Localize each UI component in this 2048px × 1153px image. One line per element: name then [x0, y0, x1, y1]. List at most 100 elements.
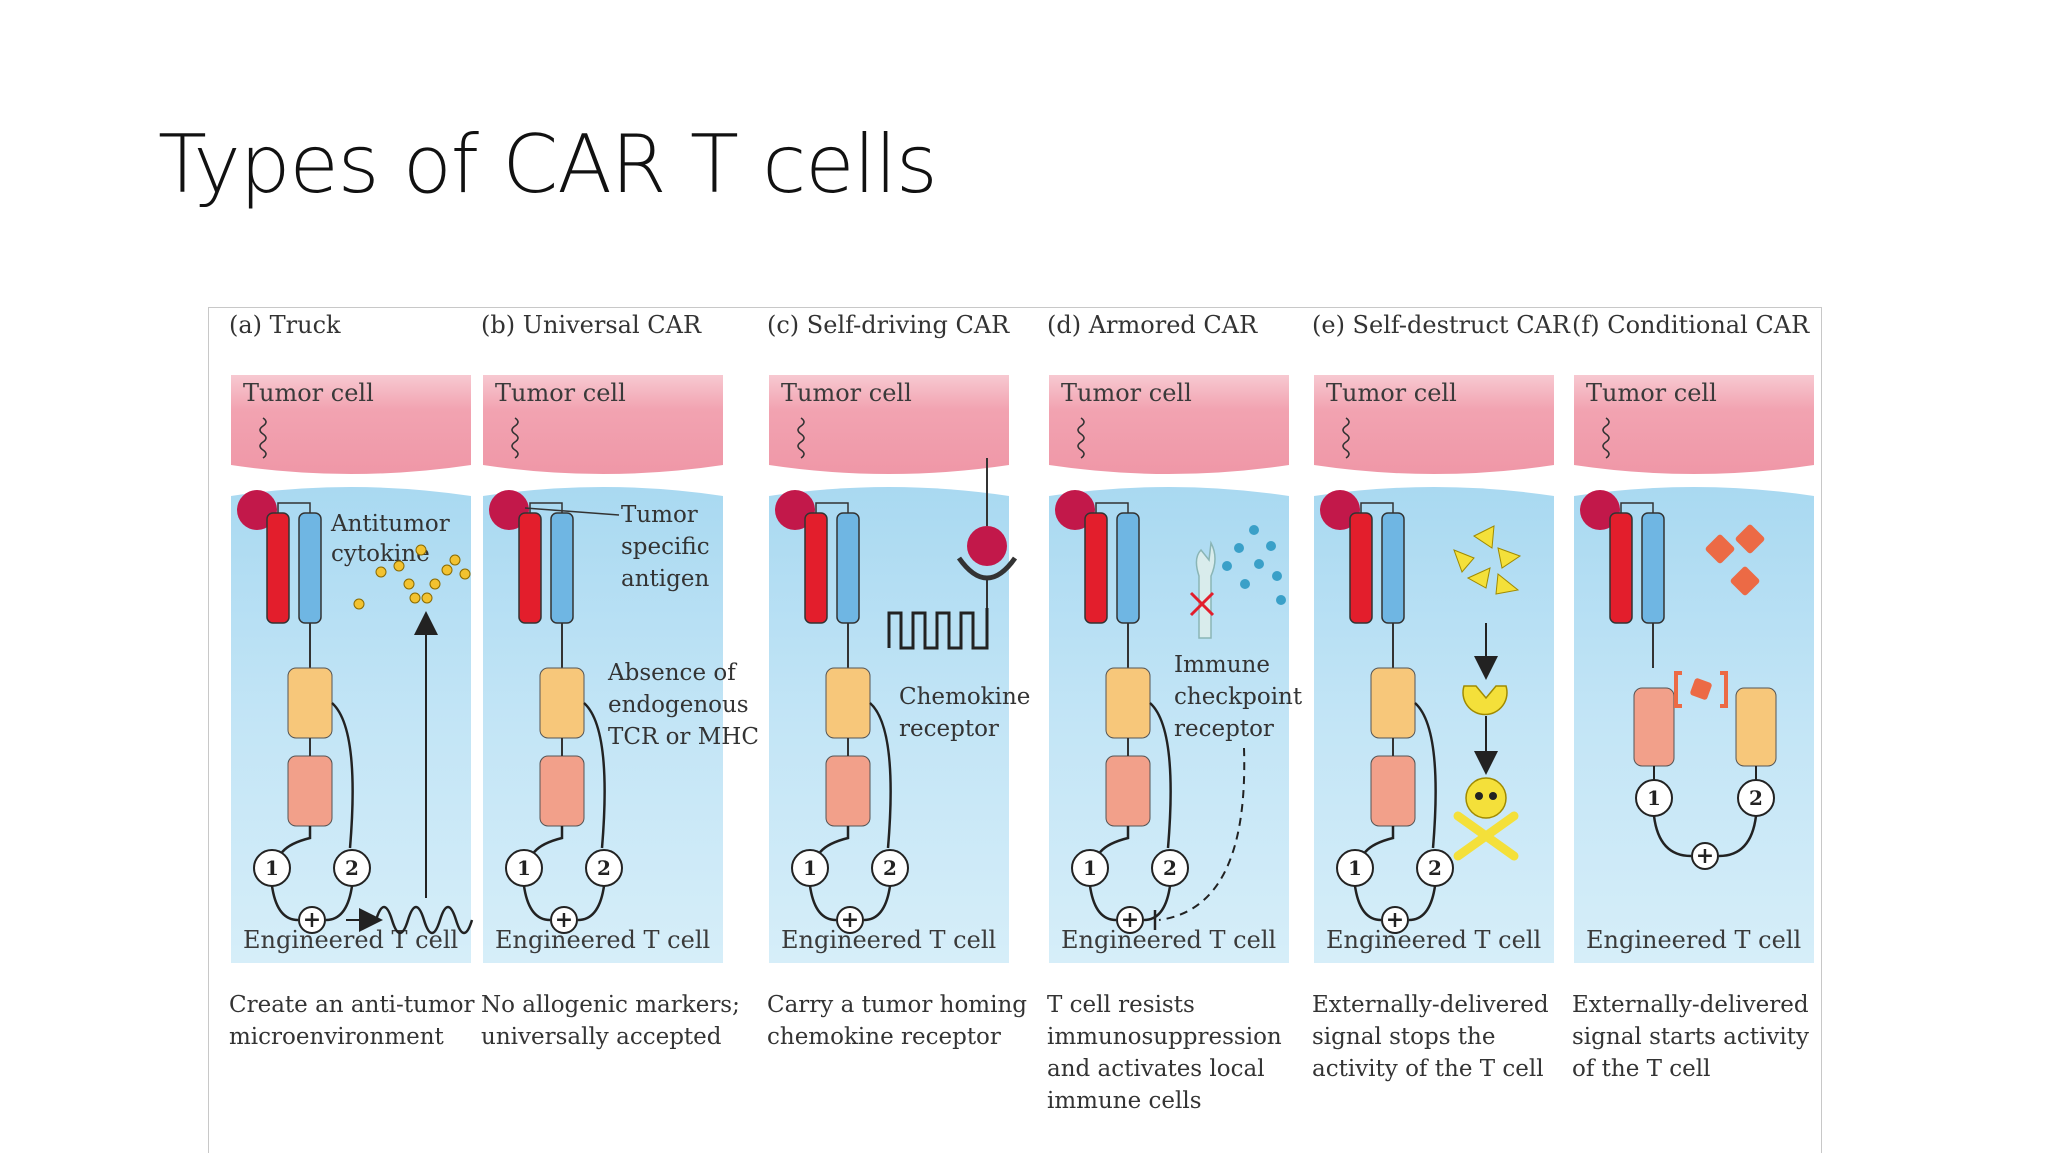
dimerizer-drug-icon [1690, 678, 1712, 700]
antigen-tether-icon [259, 417, 267, 459]
signal-loop-2 [869, 702, 892, 849]
cytokine-dot-icon [403, 578, 415, 590]
signal-join-1 [270, 885, 299, 922]
costim-domain [539, 667, 585, 739]
signal-2-icon-label: 2 [1428, 856, 1442, 880]
car-scfv-blue [1381, 512, 1405, 624]
signal-join-2 [325, 885, 354, 922]
cytokine-dot-icon [459, 568, 471, 580]
signal-1-icon-label: 1 [1647, 786, 1661, 810]
signal-join-1 [1088, 885, 1117, 922]
car-linker [1095, 502, 1129, 513]
antigen-tether-icon [511, 417, 519, 459]
annotation-line: Chemokine [899, 684, 1030, 710]
skull-icon [1465, 777, 1507, 819]
signal-2-icon [1151, 849, 1189, 887]
activating-drug-icon [1730, 566, 1760, 596]
panel-caption-line: immunosuppression [1047, 1024, 1282, 1050]
tumor-cell-membrane [1574, 375, 1814, 474]
immune-molecule-dot-icon [1222, 561, 1232, 571]
inhibition-dashed-line [1158, 747, 1246, 921]
activation-plus-icon [1116, 906, 1144, 934]
panel-caption-line: Externally-delivered [1572, 992, 1809, 1018]
signal-join-2 [1143, 885, 1172, 922]
annotation-line: Absence of [607, 660, 737, 686]
annotation-line: antigen [621, 566, 709, 592]
cytokine-dot-icon [393, 560, 405, 572]
panel-caption-line: signal starts activity [1572, 1024, 1809, 1050]
panel-caption-line: microenvironment [229, 1024, 445, 1050]
signal-2-icon [585, 849, 623, 887]
tumor-cell-membrane [483, 375, 723, 474]
t-cell-label: Engineered T cell [1326, 926, 1541, 954]
cytokine-dot-icon [409, 592, 421, 604]
chemokine-icon [967, 526, 1007, 566]
panel-title: (f) Conditional CAR [1572, 311, 1810, 339]
signal-2-icon [1737, 779, 1775, 817]
signal-domain [287, 755, 333, 827]
split-domain-1 [1633, 687, 1675, 767]
activation-plus-label: + [555, 907, 573, 933]
activation-plus-icon [550, 906, 578, 934]
destruct-drug-fragment-icon [1495, 573, 1520, 595]
signal-1-icon [505, 849, 543, 887]
panel-title: (b) Universal CAR [481, 311, 702, 339]
panel-title: (e) Self-destruct CAR [1312, 311, 1571, 339]
activating-drug-icon [1705, 534, 1735, 564]
activating-drug-icon [1735, 524, 1765, 554]
car-scfv-blue [1641, 512, 1665, 624]
costim-domain [1105, 667, 1151, 739]
panel-caption-line: Externally-delivered [1312, 992, 1549, 1018]
antigen-tether-icon [1342, 417, 1350, 459]
car-scfv-red [518, 512, 542, 624]
antigen-tether-icon [1077, 417, 1085, 459]
skull-eye-right [1489, 792, 1497, 800]
split-domain-2 [1735, 687, 1777, 767]
signal-1-icon-label: 1 [1083, 856, 1097, 880]
activation-plus-label: + [841, 907, 859, 933]
annotation-line: checkpoint [1174, 684, 1303, 710]
annotation-line: endogenous [608, 692, 749, 718]
signal-join-1 [522, 885, 551, 922]
bracket-right [1720, 671, 1728, 708]
t-cell-label: Engineered T cell [495, 926, 710, 954]
tumor-cell-membrane [1314, 375, 1554, 474]
destruct-drug-fragment-icon [1453, 549, 1475, 573]
destruct-drug-fragment-icon [1473, 525, 1495, 549]
costim-domain [1370, 667, 1416, 739]
activation-plus-label: + [303, 907, 321, 933]
signal-join-2 [863, 885, 892, 922]
car-scfv-red [1084, 512, 1108, 624]
tumor-cell-label: Tumor cell [781, 379, 912, 407]
signal-join-1 [808, 885, 837, 922]
signal-2-icon-label: 2 [883, 856, 897, 880]
tumor-cell-membrane [1049, 375, 1289, 474]
cropped-source-credit [220, 1132, 1220, 1142]
signal-1-icon-label: 1 [1348, 856, 1362, 880]
activation-plus-label: + [1386, 907, 1404, 933]
annotation-line: cytokine [331, 541, 430, 567]
annotation-line: Tumor [621, 502, 698, 528]
drug-activated-icon [1462, 685, 1508, 716]
car-scfv-red [1609, 512, 1633, 624]
immune-molecule-dot-icon [1234, 543, 1244, 553]
signal-2-icon [333, 849, 371, 887]
signal-1-icon [791, 849, 829, 887]
panel-caption-line: Carry a tumor homing [767, 992, 1027, 1018]
costim-domain [287, 667, 333, 739]
antigen-tether-icon [797, 417, 805, 459]
cytokine-dot-icon [449, 554, 461, 566]
blocked-x-icon [1189, 591, 1215, 617]
costim-domain [825, 667, 871, 739]
cytokine-dot-icon [421, 592, 433, 604]
cytokine-dot-icon [441, 564, 453, 576]
signal-loop-2 [1149, 702, 1172, 849]
signal-1-icon [253, 849, 291, 887]
signal-loop-2 [331, 702, 354, 849]
panel-title: (c) Self-driving CAR [767, 311, 1010, 339]
signal-join-1 [1652, 815, 1692, 858]
car-scfv-red [266, 512, 290, 624]
bracket-left [1674, 671, 1682, 708]
